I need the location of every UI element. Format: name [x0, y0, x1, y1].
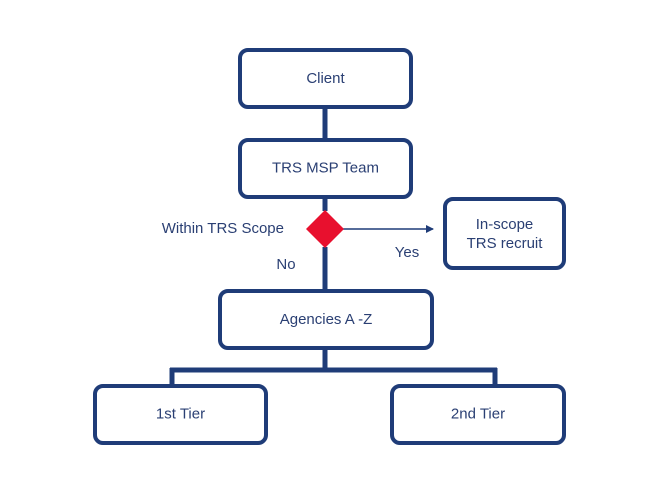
- in-scope-box: [443, 197, 566, 270]
- trs-msp-team-box: [238, 138, 413, 199]
- agencies-label: Agencies A -Z: [280, 311, 373, 328]
- in-scope-label-line2: TRS recruit: [467, 235, 544, 252]
- trs-msp-team-label: TRS MSP Team: [272, 159, 379, 176]
- in-scope-label-line1: In-scope: [476, 216, 534, 233]
- tier2-box: [390, 384, 566, 445]
- tier2-label: 2nd Tier: [451, 405, 505, 422]
- no-label: No: [276, 256, 295, 273]
- agencies-box: [218, 289, 434, 350]
- tier1-box: [93, 384, 268, 445]
- decision-label: Within TRS Scope: [162, 220, 284, 237]
- tier1-label: 1st Tier: [156, 405, 205, 422]
- client-label: Client: [306, 70, 345, 87]
- client-box: [238, 48, 413, 109]
- decision-diamond: [306, 210, 344, 248]
- yes-label: Yes: [395, 244, 419, 261]
